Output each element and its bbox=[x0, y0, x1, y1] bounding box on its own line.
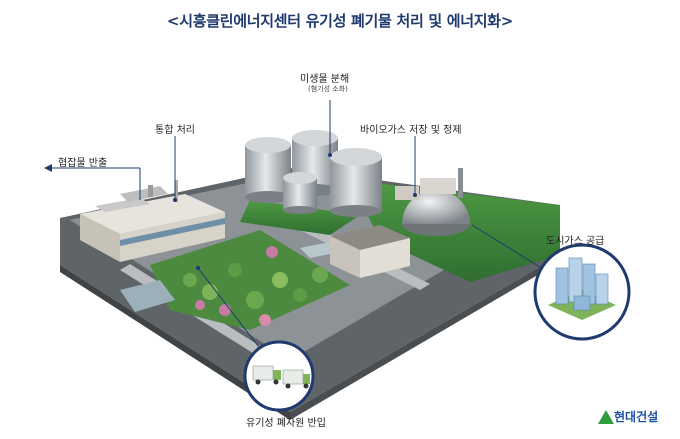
company-logo-text: 현대건설 bbox=[614, 410, 659, 424]
debris-arrow bbox=[44, 164, 141, 200]
page-title: <시흥클린에너지센터 유기성 폐기물 처리 및 에너지화> bbox=[166, 12, 514, 30]
debris-label: 협잡물 반출 bbox=[58, 158, 108, 169]
company-logo: 현대건설 bbox=[591, 408, 658, 425]
gas-holder-dome bbox=[395, 168, 470, 236]
waste-truck-circle bbox=[243, 340, 315, 412]
integrated-callout bbox=[173, 136, 177, 202]
waste-callout bbox=[196, 266, 266, 356]
microbe-label: 미생물 분해 bbox=[300, 74, 350, 85]
operations-building bbox=[330, 225, 410, 278]
city-gas-callout bbox=[471, 224, 549, 273]
city-gas-circle bbox=[533, 243, 631, 341]
microbe-callout bbox=[328, 100, 332, 157]
biogas-label: 바이오가스 저장 및 정제 bbox=[360, 125, 462, 136]
main-building bbox=[80, 180, 225, 262]
logo-mark bbox=[598, 410, 614, 424]
integrated-label: 통합 처리 bbox=[155, 125, 195, 136]
microbe-sublabel: (혐기성 소화) bbox=[308, 85, 348, 93]
waste-in-label: 유기성 폐자원 반입 bbox=[246, 418, 326, 429]
digester-tanks bbox=[245, 130, 382, 217]
city-gas-label: 도시가스 공급 bbox=[546, 236, 605, 247]
biogas-callout bbox=[413, 136, 417, 197]
